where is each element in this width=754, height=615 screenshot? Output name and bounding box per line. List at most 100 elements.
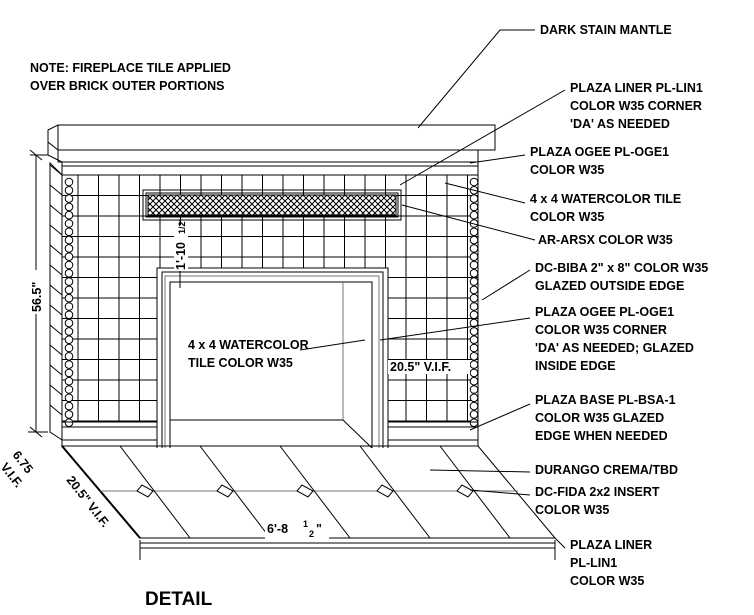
biba-circle [64, 368, 74, 378]
callout-durango: DURANGO CREMA/TBD [535, 463, 678, 477]
floor-tile-joint [439, 445, 511, 539]
dim-liner-frac: 1/2 [177, 221, 187, 234]
fida-insert [216, 484, 234, 498]
biba-circle [64, 310, 74, 320]
callout-biba: DC-BIBA 2" x 8" COLOR W35 [535, 261, 708, 275]
biba-circle [64, 186, 74, 195]
side-tile-joint [49, 204, 63, 216]
note-line: OVER BRICK OUTER PORTIONS [30, 79, 224, 93]
callout-ogee-top: PLAZA OGEE PL-OGE1 [530, 145, 669, 159]
side-tile-joint [49, 284, 63, 296]
biba-circle [64, 260, 74, 270]
biba-circle [469, 260, 479, 270]
biba-circle [64, 227, 74, 237]
biba-circle [64, 293, 74, 303]
callout-ogee-top: COLOR W35 [530, 163, 604, 177]
callout-liner-top: 'DA' AS NEEDED [570, 117, 670, 131]
dim-width-frac-den: 2 [309, 529, 314, 539]
biba-circle [64, 219, 74, 228]
biba-circle [64, 285, 74, 295]
biba-circle [64, 418, 74, 428]
callout-ogee-inside: PLAZA OGEE PL-OGE1 [535, 305, 674, 319]
fida-insert [296, 484, 314, 498]
callout-mantle: DARK STAIN MANTLE [540, 23, 672, 37]
floor-tile-joint [119, 445, 191, 539]
leader-lines [299, 29, 566, 549]
biba-circle [469, 376, 479, 386]
dim-width-frac-num: 1 [303, 519, 308, 529]
biba-circle [469, 318, 479, 328]
biba-circle [64, 302, 74, 311]
side-tile-joint [49, 184, 63, 196]
side-tile-joint [49, 344, 63, 356]
biba-circle [469, 360, 479, 369]
biba-circle [469, 235, 479, 245]
biba-circle [469, 302, 479, 311]
side-tile-joint [49, 384, 63, 396]
biba-edge-circles [49, 164, 479, 428]
biba-circle [64, 244, 74, 253]
side-tile-joint [49, 404, 63, 416]
biba-circle [469, 285, 479, 295]
callout-fida: COLOR W35 [535, 503, 609, 517]
callout-fida: DC-FIDA 2x2 INSERT [535, 485, 660, 499]
callout-firebox: 4 x 4 WATERCOLOR [188, 338, 309, 352]
dim-height: 56.5" [30, 282, 44, 312]
biba-circle [469, 418, 479, 428]
side-face [49, 161, 63, 441]
side-tile-joint [49, 304, 63, 316]
biba-circle [469, 293, 479, 303]
callout-ogee-inside: 'DA' AS NEEDED; GLAZED [535, 341, 694, 355]
dim-width-inch: " [316, 522, 322, 536]
callout-liner-top: PLAZA LINER PL-LIN1 [570, 81, 703, 95]
biba-circle [64, 352, 74, 361]
biba-circle [64, 210, 74, 220]
biba-circle [64, 393, 74, 403]
side-tile-joint [49, 164, 63, 176]
callout-watercolor: 4 x 4 WATERCOLOR TILE [530, 192, 681, 206]
note-line: NOTE: FIREPLACE TILE APPLIED [30, 61, 231, 75]
biba-circle [469, 401, 479, 411]
side-tile-joint [49, 224, 63, 236]
drawing-title: DETAIL [145, 589, 213, 610]
biba-circle [64, 252, 74, 262]
dim-width: 6'-8 [267, 522, 288, 536]
fida-insert [376, 484, 394, 498]
biba-circle [64, 327, 74, 336]
biba-circle [64, 410, 74, 419]
biba-circle [64, 343, 74, 353]
callout-liner-bottom: PL-LIN1 [570, 556, 617, 570]
callout-firebox: TILE COLOR W35 [188, 356, 293, 370]
ogee-band-top [61, 161, 479, 176]
base-band [61, 421, 479, 447]
biba-circle [469, 310, 479, 320]
dim-firebox-depth: 20.5" V.I.F. [390, 360, 451, 374]
callout-base: COLOR W35 GLAZED [535, 411, 664, 425]
callout-ogee-inside: COLOR W35 CORNER [535, 323, 667, 337]
biba-circle [469, 244, 479, 253]
biba-circle [469, 352, 479, 361]
biba-circle [64, 401, 74, 411]
biba-circle [64, 385, 74, 394]
floor-tile-joint [279, 445, 351, 539]
side-tile-joint [49, 244, 63, 256]
callout-watercolor: COLOR W35 [530, 210, 604, 224]
biba-circle [469, 385, 479, 394]
biba-circle [469, 277, 479, 286]
biba-circle [64, 235, 74, 245]
side-tile-joint [49, 364, 63, 376]
callout-liner-bottom: COLOR W35 [570, 574, 644, 588]
biba-circle [469, 210, 479, 220]
biba-circle [64, 318, 74, 328]
notes: NOTE: FIREPLACE TILE APPLIED OVER BRICK … [30, 61, 231, 93]
callout-base: EDGE WHEN NEEDED [535, 429, 668, 443]
biba-circle [469, 343, 479, 353]
floor-tile-joint [199, 445, 271, 539]
dim-hearth-depth: 20.5" V.I.F. [64, 473, 113, 530]
mantle [47, 124, 496, 163]
biba-circle [469, 393, 479, 403]
fida-insert [136, 484, 154, 498]
callout-liner-top: COLOR W35 CORNER [570, 99, 702, 113]
biba-circle [64, 376, 74, 386]
biba-circle [64, 177, 74, 187]
